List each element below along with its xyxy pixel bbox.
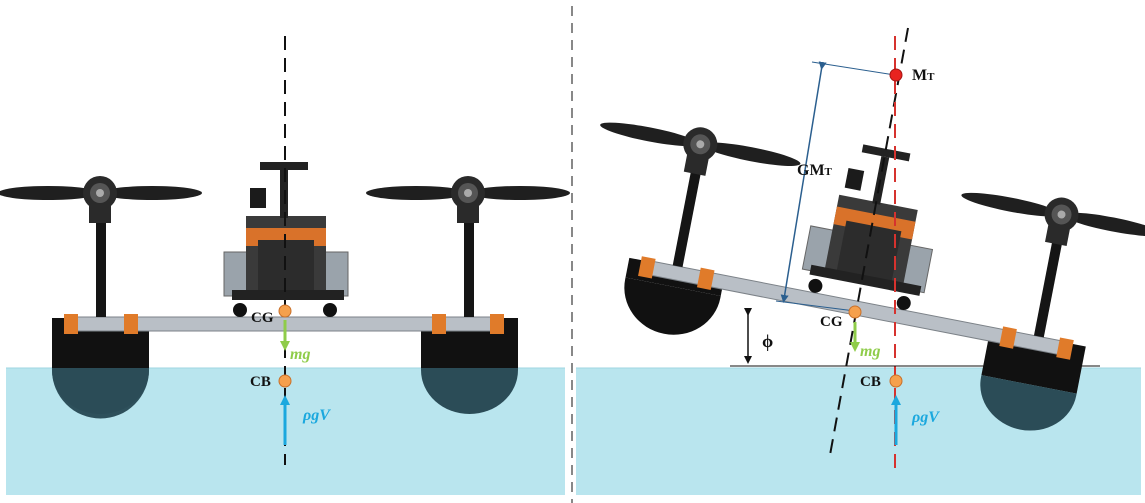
body-axis — [829, 27, 909, 456]
cg-label: CG — [820, 314, 843, 330]
left-propeller — [0, 176, 202, 223]
metacenter-label: MT — [912, 67, 935, 84]
cb-label: CB — [250, 374, 271, 390]
cb-label: CB — [860, 374, 881, 390]
cb-point — [278, 374, 292, 388]
gm-dimension-top — [811, 61, 896, 76]
cg-point — [848, 305, 862, 319]
buoyancy-label: ρgV — [911, 409, 940, 426]
cg-point — [278, 304, 292, 318]
buoyancy-label: ρgV — [302, 407, 331, 424]
right-propeller — [366, 176, 570, 223]
cb-point — [889, 374, 903, 388]
metacenter-point — [889, 68, 903, 82]
left-panel: CG mg CB ρgV — [0, 36, 570, 495]
gm-dimension-arrow — [780, 61, 827, 303]
cg-label: CG — [251, 310, 274, 326]
weight-label: mg — [290, 346, 310, 363]
right-panel: GMT MT ϕ CG mg CB ρgV — [576, 27, 1145, 495]
gm-label: GMT — [797, 162, 833, 179]
left-mast — [96, 212, 106, 317]
weight-label: mg — [860, 343, 880, 360]
angle-label: ϕ — [762, 331, 773, 351]
right-mast — [464, 212, 474, 317]
